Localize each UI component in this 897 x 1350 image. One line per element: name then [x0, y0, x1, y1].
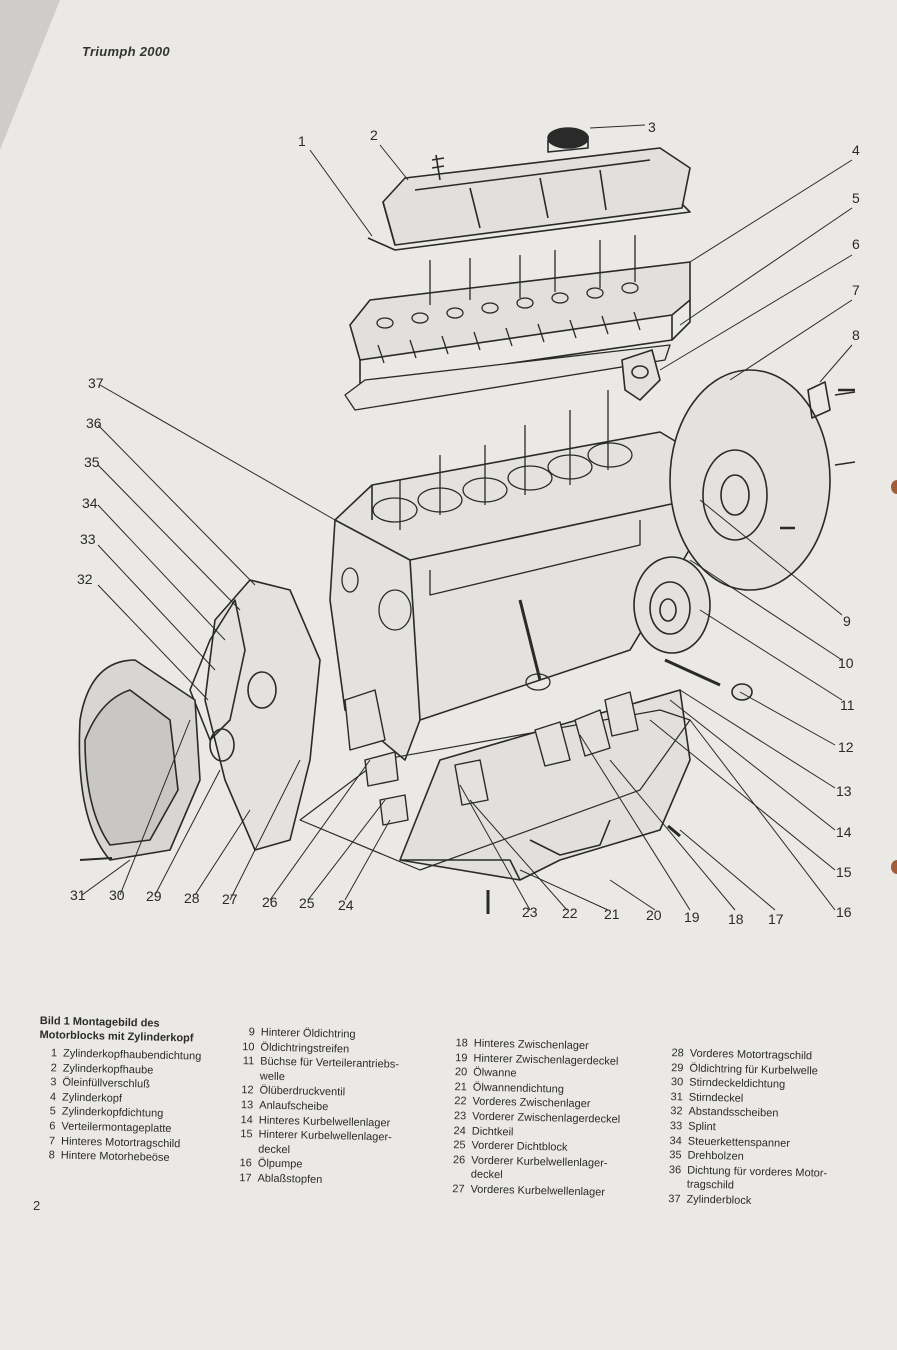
engine-exploded-diagram: 1 2 3 4 5 6 7 8 9 10 11 12 13 14 15 16 1… [70, 119, 860, 927]
callout-33: 33 [80, 531, 96, 547]
callout-36: 36 [86, 415, 102, 431]
callout-7: 7 [852, 282, 860, 298]
callout-10: 10 [838, 655, 854, 671]
callout-25: 25 [299, 895, 315, 911]
callout-28: 28 [184, 890, 200, 906]
distributor-plate-drawing [621, 349, 661, 401]
cylinder-block-drawing [329, 390, 696, 761]
callout-23: 23 [522, 904, 538, 920]
callout-13: 13 [836, 783, 852, 799]
callout-20: 20 [646, 907, 662, 923]
cylinder-head-drawing [349, 235, 691, 386]
page-header: Triumph 2000 [82, 44, 170, 59]
figure-caption: Bild 1 Montagebild des Motorblocks mit Z… [39, 1014, 202, 1046]
callout-5: 5 [852, 190, 860, 206]
callout-32: 32 [77, 571, 93, 587]
callout-22: 22 [562, 905, 578, 921]
callout-18: 18 [728, 911, 744, 927]
callout-29: 29 [146, 888, 162, 904]
callout-12: 12 [838, 739, 854, 755]
caption-line-2: Motorblocks mit Zylinderkopf [39, 1028, 194, 1045]
callout-35: 35 [84, 454, 100, 470]
binder-hole [891, 480, 897, 494]
callout-6: 6 [852, 236, 860, 252]
legend-column-1: Bild 1 Montagebild des Motorblocks mit Z… [37, 1014, 203, 1166]
callout-17: 17 [768, 911, 784, 927]
callout-27: 27 [222, 891, 238, 907]
callout-37: 37 [88, 375, 104, 391]
callout-9: 9 [843, 613, 851, 629]
callout-15: 15 [836, 864, 852, 880]
front-plate-drawing [189, 579, 321, 851]
callout-19: 19 [684, 909, 700, 925]
callout-1: 1 [298, 133, 306, 149]
callout-14: 14 [836, 824, 852, 840]
flywheel-drawing [669, 369, 856, 591]
binder-hole [891, 860, 897, 874]
valve-cover-drawing [367, 127, 691, 251]
callout-3: 3 [648, 119, 656, 135]
callout-21: 21 [604, 906, 620, 922]
callout-16: 16 [836, 904, 852, 920]
callout-26: 26 [262, 894, 278, 910]
callout-2: 2 [370, 127, 378, 143]
timing-cover-drawing [78, 659, 201, 861]
callout-30: 30 [109, 887, 125, 903]
callout-4: 4 [852, 142, 860, 158]
callout-31: 31 [70, 887, 86, 903]
pulley-drawing [633, 556, 711, 654]
callout-34: 34 [82, 495, 98, 511]
page-number: 2 [33, 1198, 41, 1213]
head-gasket-drawing [344, 344, 671, 411]
callout-8: 8 [852, 327, 860, 343]
callout-24: 24 [338, 897, 354, 913]
bearing-caps-drawing [344, 689, 639, 826]
callout-11: 11 [840, 697, 855, 713]
